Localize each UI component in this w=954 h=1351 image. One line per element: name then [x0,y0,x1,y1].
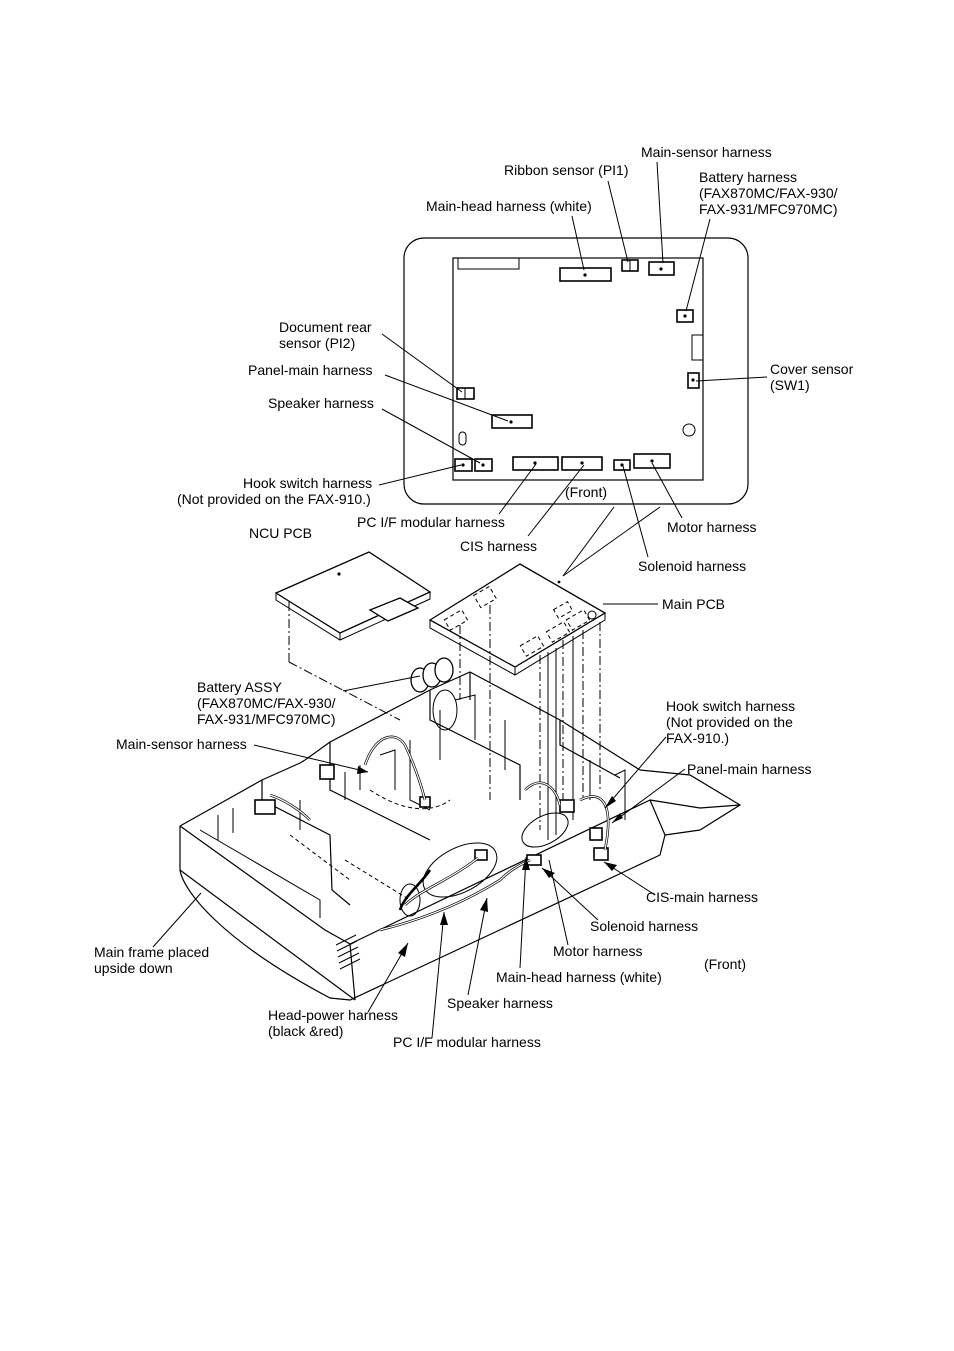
pcb-top-view: Main-sensor harness Ribbon sensor (PI1) … [177,144,854,577]
main-pcb-board [452,257,704,481]
label-hook-switch-harness-assy-2: (Not provided on the [666,714,793,730]
speaker-connector-pin [481,463,485,467]
label-head-power-harness-2: (black &red) [268,1023,343,1039]
label-hook-switch-harness-top-2: (Not provided on the FAX-910.) [177,491,371,507]
label-pc-if-modular-harness-assy: PC I/F modular harness [393,1034,541,1050]
mount-hole [682,423,696,437]
speaker-grille [335,934,361,970]
label-panel-main-harness-top: Panel-main harness [248,362,373,378]
cis-connector-pin [580,461,584,465]
label-ribbon-sensor: Ribbon sensor (PI1) [504,162,629,178]
main-head-connector-pin [583,273,587,277]
label-main-frame-2: upside down [94,960,173,976]
pc-if-connector-pin [533,461,537,465]
motor-connector-pin [650,459,654,463]
assembly-view: NCU PCB Main PCB Battery ASSY (FAX870MC/… [94,525,812,1050]
label-speaker-harness-top: Speaker harness [268,395,374,411]
main-frame [179,657,742,1001]
hook-switch-connector-pin [461,463,465,467]
top-left-strip [457,257,520,270]
label-battery-assy-2: (FAX870MC/FAX-930/ [197,695,336,711]
label-hook-switch-harness-top-1: Hook switch harness [243,475,372,491]
label-hook-switch-harness-assy-3: FAX-910.) [666,730,729,746]
label-cis-main-harness: CIS-main harness [646,889,758,905]
panel-main-connector-pin [509,420,513,424]
label-main-pcb: Main PCB [662,596,725,612]
label-ncu-pcb: NCU PCB [249,525,312,541]
frame-outline [403,237,749,505]
label-battery-harness-1: Battery harness [699,169,797,185]
assembly-leader-lines [152,603,686,1039]
label-battery-harness-3: FAX-931/MFC970MC) [699,201,837,217]
label-cover-sensor-2: (SW1) [770,377,810,393]
label-main-sensor-harness-assy: Main-sensor harness [116,736,247,752]
label-speaker-harness-assy: Speaker harness [447,995,553,1011]
label-main-frame-1: Main frame placed [94,944,209,960]
main-sensor-connector-pin [659,267,663,271]
label-main-sensor-harness-top: Main-sensor harness [641,144,772,160]
label-front-top: (Front) [565,484,607,500]
label-cover-sensor-1: Cover sensor [770,361,854,377]
label-cis-harness-top: CIS harness [460,538,537,554]
label-main-head-harness-assy: Main-head harness (white) [496,969,662,985]
mount-slot [458,431,467,446]
cover-sensor-pin [691,378,695,382]
label-document-rear-sensor-1: Document rear [279,319,372,335]
label-front-assy: (Front) [704,956,746,972]
solenoid-connector-pin [620,463,624,467]
ncu-pcb [274,551,432,721]
label-main-head-harness-top: Main-head harness (white) [426,198,592,214]
label-document-rear-sensor-2: sensor (PI2) [279,335,355,351]
battery-assy [410,657,454,693]
label-motor-harness-top: Motor harness [667,519,756,535]
label-battery-harness-2: (FAX870MC/FAX-930/ [699,185,838,201]
label-solenoid-harness-assy: Solenoid harness [590,918,698,934]
label-hook-switch-harness-assy-1: Hook switch harness [666,698,795,714]
label-pc-if-modular-harness-top: PC I/F modular harness [357,514,505,530]
battery-connector-pin [683,314,687,318]
label-motor-harness-assy: Motor harness [553,943,642,959]
board-tab [691,334,704,361]
harness-cables [269,735,610,932]
label-solenoid-harness-top: Solenoid harness [638,558,746,574]
label-panel-main-harness-assy: Panel-main harness [687,761,812,777]
label-battery-assy-1: Battery ASSY [197,679,282,695]
top-view-leader-lines [378,161,768,577]
label-head-power-harness-1: Head-power harness [268,1007,398,1023]
label-battery-assy-3: FAX-931/MFC970MC) [197,711,335,727]
